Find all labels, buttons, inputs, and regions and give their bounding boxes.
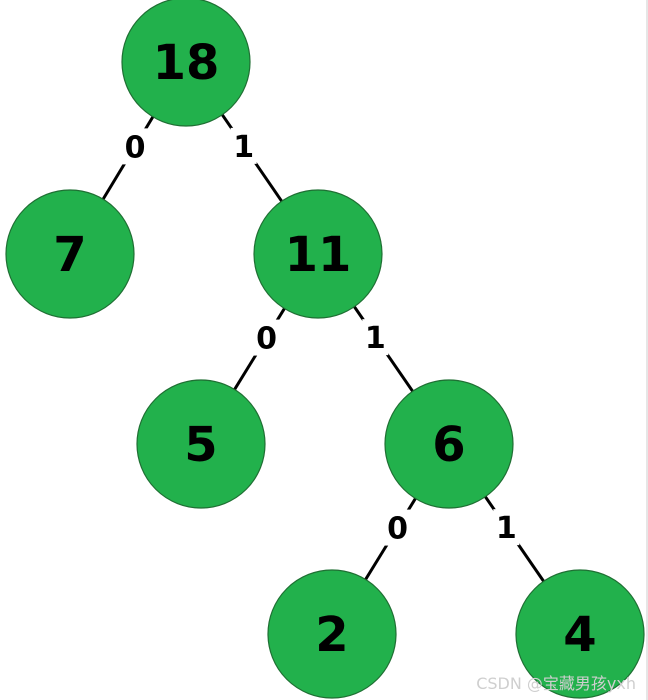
tree-node-5: 5 xyxy=(136,379,266,509)
edge-n11-n6: 1 xyxy=(350,302,417,396)
edge-label: 0 xyxy=(387,512,408,547)
node-circle xyxy=(121,0,251,127)
edge-label: 1 xyxy=(365,321,386,356)
edge-n11-n5: 0 xyxy=(231,304,288,394)
edge-label: 0 xyxy=(125,130,146,165)
tree-node-11: 11 xyxy=(253,189,383,319)
node-label: 6 xyxy=(432,417,465,473)
edge-label: 1 xyxy=(496,511,517,546)
edge-label-bg xyxy=(253,319,280,356)
edge-n18-n11: 1 xyxy=(218,110,286,206)
edge-n6-n4: 1 xyxy=(481,492,548,586)
node-label: 18 xyxy=(153,35,220,91)
edge-label-bg xyxy=(362,319,389,356)
tree-node-7: 7 xyxy=(5,189,135,319)
edge-label-bg xyxy=(122,128,149,165)
node-circle xyxy=(515,569,645,699)
edge-label-bg xyxy=(384,509,411,546)
watermark: CSDN @宝藏男孩yxh xyxy=(476,674,636,693)
tree-node-18: 18 xyxy=(121,0,251,127)
node-label: 7 xyxy=(53,227,86,283)
edge-label: 0 xyxy=(256,322,277,357)
edge-label-bg xyxy=(230,127,257,164)
node-circle xyxy=(253,189,383,319)
edge-n6-n2: 0 xyxy=(362,494,419,584)
tree-node-2: 2 xyxy=(267,569,397,699)
edge-label: 1 xyxy=(233,130,254,165)
edge-n18-n7: 0 xyxy=(99,112,157,204)
right-border xyxy=(646,0,648,700)
node-circle xyxy=(136,379,266,509)
node-label: 11 xyxy=(285,227,352,283)
node-label: 4 xyxy=(563,607,596,663)
node-label: 5 xyxy=(184,417,217,473)
tree-node-4: 4 xyxy=(515,569,645,699)
tree-node-6: 6 xyxy=(384,379,514,509)
node-label: 2 xyxy=(315,607,348,663)
edge-label-bg xyxy=(493,509,520,546)
node-circle xyxy=(5,189,135,319)
edges-layer: 0 1 0 1 0 1 xyxy=(99,110,548,586)
node-circle xyxy=(267,569,397,699)
node-circle xyxy=(384,379,514,509)
